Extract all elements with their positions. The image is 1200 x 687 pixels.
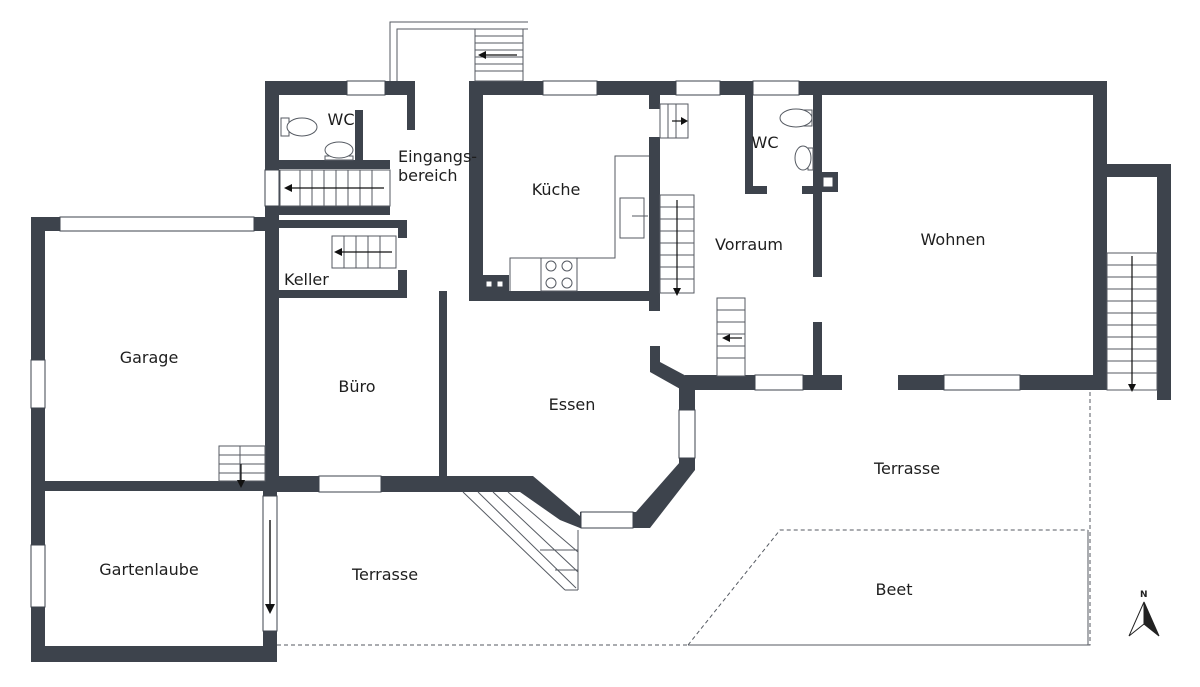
room-label-eingang-line1: Eingangs- [398,147,478,166]
windows [30,80,1021,632]
walls [31,81,1171,662]
compass-label: N [1140,590,1148,600]
room-label-essen: Essen [548,395,596,414]
north-arrow-icon [1128,601,1160,637]
room-label-terrasse-right: Terrasse [873,459,941,478]
room-label-buero: Büro [338,377,376,396]
room-label-garage: Garage [119,348,179,367]
stairs [218,21,1158,614]
room-label-gartenlaube: Gartenlaube [99,560,199,579]
room-label-keller: Keller [284,270,329,289]
room-label-terrasse-left: Terrasse [351,565,419,584]
room-label-kueche: Küche [531,180,581,199]
outdoor-borders [277,392,1091,646]
fixtures [280,108,814,292]
room-label-beet: Beet [875,580,913,599]
room-label-eingang-line2: bereich [398,166,458,185]
room-label-wc-left: WC [327,110,355,129]
room-label-wohnen: Wohnen [920,230,986,249]
room-label-vorraum: Vorraum [715,235,783,254]
room-label-wc-right: WC [751,133,779,152]
